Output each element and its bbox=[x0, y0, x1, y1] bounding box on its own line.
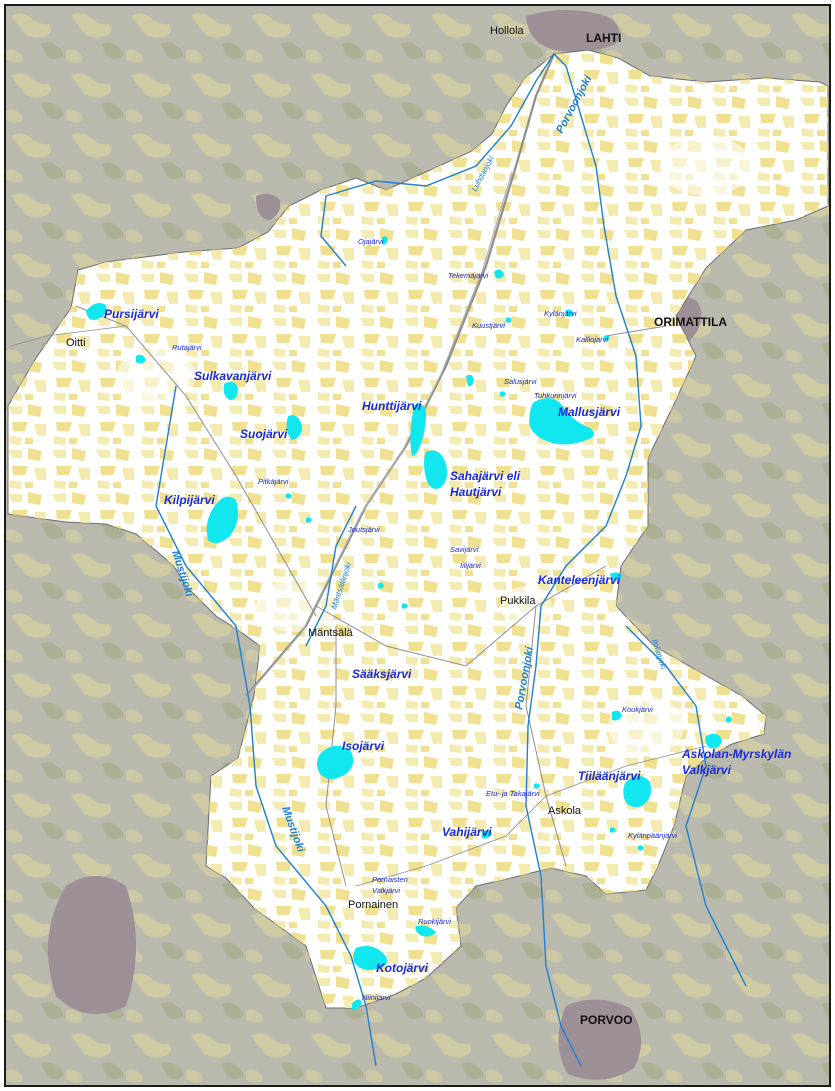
lake-kotojarvi-shape bbox=[353, 946, 388, 970]
label-kalliojarvi: Kalliojärvi bbox=[576, 335, 608, 344]
label-kuustjarvi: Kuustjärvi bbox=[472, 321, 505, 330]
town-labels: Hollola LAHTI ORIMATTILA Oitti Mäntsälä … bbox=[66, 25, 727, 1027]
label-askolan-2: Valkjärvi bbox=[682, 763, 732, 777]
town-mantsala: Mäntsälä bbox=[308, 627, 354, 639]
field-pattern bbox=[8, 50, 828, 1008]
label-tuhkurinjarvi: Tuhkurinjärvi bbox=[534, 391, 577, 400]
label-pornaisten-1: Pornaisten bbox=[372, 875, 408, 884]
label-pitkajarvi: Pitkäjärvi bbox=[258, 477, 289, 486]
lake-suojarvi-shape bbox=[286, 415, 302, 440]
roads bbox=[10, 53, 707, 887]
label-sahajarvi-2: Hautjärvi bbox=[450, 485, 502, 499]
luhdanjoki-line bbox=[320, 80, 537, 267]
lake-pursijarvi-shape bbox=[86, 303, 107, 320]
label-joutsjarvi: Joutsjärvi bbox=[347, 525, 380, 534]
label-askolan-1: Askolan-Myrskylän bbox=[681, 747, 791, 761]
mantsalanjoki-line bbox=[305, 505, 357, 647]
town-orimattila: ORIMATTILA bbox=[654, 315, 727, 329]
lake-kanteleenjarvi-shape bbox=[610, 572, 622, 581]
town-pornainen: Pornainen bbox=[348, 899, 398, 911]
label-sahajarvi-1: Sahajärvi eli bbox=[450, 469, 521, 483]
label-kilpijarvi: Kilpijärvi bbox=[164, 493, 215, 507]
label-etuja: Etu- ja Takajärvi bbox=[486, 789, 540, 798]
label-ruokijarvi: Ruokijärvi bbox=[418, 917, 451, 926]
mustijoki-line bbox=[155, 385, 377, 1067]
porvoonjoki-line bbox=[525, 65, 642, 1067]
lake-askolan-shape bbox=[705, 733, 722, 749]
label-mallusjarvi: Mallusjärvi bbox=[558, 405, 621, 419]
label-pornaisten-2: Valkjärvi bbox=[372, 886, 400, 895]
label-kanteleenjarvi: Kanteleenjärvi bbox=[538, 573, 621, 587]
label-kotojarvi: Kotojärvi bbox=[376, 961, 429, 975]
lake-kilpijarvi-shape bbox=[206, 496, 238, 544]
lake-hunttijarvi-shape bbox=[410, 403, 426, 456]
town-askola: Askola bbox=[548, 805, 582, 817]
ilolanjoki-line bbox=[625, 625, 747, 987]
rivers bbox=[155, 52, 747, 1067]
label-sulkavanjarvi: Sulkavanjärvi bbox=[194, 369, 272, 383]
label-iilijarvi: Iilijärvi bbox=[460, 561, 481, 570]
lake-niinijarvi-shape bbox=[352, 999, 362, 1010]
lake-isojarvi-shape bbox=[317, 745, 354, 779]
label-isojarvi: Isojärvi bbox=[342, 739, 385, 753]
label-tekemajarvi: Tekemäjärvi bbox=[448, 271, 488, 280]
town-pukkila: Pukkila bbox=[500, 595, 536, 607]
label-pursijarvi: Pursijärvi bbox=[104, 307, 159, 321]
lake-sulkavanjarvi-shape bbox=[223, 381, 238, 400]
label-kylanpaanjarvi: Kylänpäänjärvi bbox=[628, 831, 678, 840]
lake-labels-minor: Ojajärvi Tekemäjärvi Kylänjärvi Kuustjär… bbox=[172, 237, 678, 1002]
map-canvas[interactable]: Hollola LAHTI ORIMATTILA Oitti Mäntsälä … bbox=[6, 6, 831, 1087]
lake-sahajarvi-shape bbox=[424, 450, 448, 489]
label-vahijarvi: Vahijärvi bbox=[442, 825, 492, 839]
town-oitti: Oitti bbox=[66, 337, 86, 349]
town-hollola: Hollola bbox=[490, 25, 525, 37]
label-saaksjarvi: Sääksjärvi bbox=[352, 667, 412, 681]
town-porvoo: PORVOO bbox=[580, 1013, 632, 1027]
lake-ruokijarvi-shape bbox=[415, 925, 436, 937]
map-frame: Hollola LAHTI ORIMATTILA Oitti Mäntsälä … bbox=[4, 4, 831, 1087]
label-suojarvi: Suojärvi bbox=[240, 427, 288, 441]
label-koukjarvi: Koukjärvi bbox=[622, 705, 653, 714]
label-rutajarvi: Rutajärvi bbox=[172, 343, 202, 352]
label-kylanjarvi: Kylänjärvi bbox=[544, 309, 577, 318]
label-savijarvi: Savijärvi bbox=[450, 545, 479, 554]
label-hunttijarvi: Hunttijärvi bbox=[362, 399, 422, 413]
lake-mallusjarvi-shape bbox=[529, 398, 595, 445]
lakes bbox=[86, 236, 732, 1010]
lake-labels-major: Pursijärvi Sulkavanjärvi Suojärvi Huntti… bbox=[104, 307, 791, 975]
label-tiilaanjarvi: Tiiläänjärvi bbox=[578, 769, 641, 783]
lake-vahijarvi-shape bbox=[482, 830, 492, 839]
label-ojajarvi: Ojajärvi bbox=[358, 237, 384, 246]
town-lahti: LAHTI bbox=[586, 31, 621, 45]
label-salusjarvi: Salusjärvi bbox=[504, 377, 537, 386]
lake-tiilaanjarvi-shape bbox=[623, 776, 651, 807]
label-niinijarvi: Niinijärvi bbox=[362, 993, 391, 1002]
